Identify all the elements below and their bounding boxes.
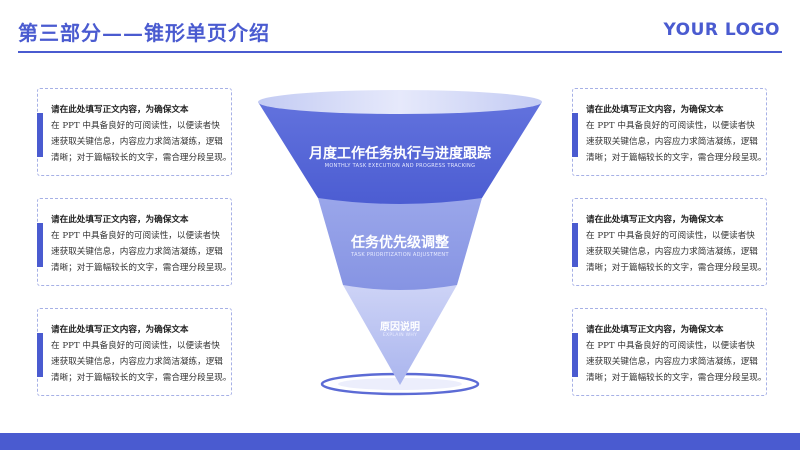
cone-level-1 xyxy=(258,102,542,204)
cone-level-3-title: 原因说明 xyxy=(380,322,420,333)
card-body: 请在此处填写正文内容，为确保文本 在 PPT 中具备良好的可阅读性，以便读者快 … xyxy=(51,325,232,383)
card-body: 请在此处填写正文内容，为确保文本 在 PPT 中具备良好的可阅读性，以便读者快 … xyxy=(586,105,767,163)
cone-top-rim xyxy=(258,90,542,114)
text-card-left-3: 请在此处填写正文内容，为确保文本 在 PPT 中具备良好的可阅读性，以便读者快 … xyxy=(37,308,232,396)
cone-level-2 xyxy=(318,198,482,290)
text-card-right-3: 请在此处填写正文内容，为确保文本 在 PPT 中具备良好的可阅读性，以便读者快 … xyxy=(572,308,767,396)
cone-level-3-subtitle: EXPLAIN WHY xyxy=(382,333,418,338)
card-accent-bar xyxy=(572,223,578,267)
page-title: 第三部分——锥形单页介绍 xyxy=(18,21,270,45)
card-accent-bar xyxy=(37,113,43,157)
logo: YOUR LOGO xyxy=(663,20,780,40)
text-card-right-1: 请在此处填写正文内容，为确保文本 在 PPT 中具备良好的可阅读性，以便读者快 … xyxy=(572,88,767,176)
card-accent-bar xyxy=(572,113,578,157)
card-accent-bar xyxy=(37,333,43,377)
card-body: 请在此处填写正文内容，为确保文本 在 PPT 中具备良好的可阅读性，以便读者快 … xyxy=(586,325,767,383)
cone-level-1-subtitle: MONTHLY TASK EXECUTION AND PROGRESS TRAC… xyxy=(324,163,476,169)
text-card-left-1: 请在此处填写正文内容，为确保文本 在 PPT 中具备良好的可阅读性，以便读者快 … xyxy=(37,88,232,176)
card-accent-bar xyxy=(572,333,578,377)
cone-level-3 xyxy=(343,285,457,385)
card-body: 请在此处填写正文内容，为确保文本 在 PPT 中具备良好的可阅读性，以便读者快 … xyxy=(51,105,232,163)
card-accent-bar xyxy=(37,223,43,267)
card-body: 请在此处填写正文内容，为确保文本 在 PPT 中具备良好的可阅读性，以便读者快 … xyxy=(586,215,767,273)
text-card-right-2: 请在此处填写正文内容，为确保文本 在 PPT 中具备良好的可阅读性，以便读者快 … xyxy=(572,198,767,286)
cone-diagram: 月度工作任务执行与进度跟踪 MONTHLY TASK EXECUTION AND… xyxy=(240,80,560,400)
card-body: 请在此处填写正文内容，为确保文本 在 PPT 中具备良好的可阅读性，以便读者快 … xyxy=(51,215,232,273)
cone-level-2-title: 任务优先级调整 xyxy=(351,235,449,251)
cone-level-1-title: 月度工作任务执行与进度跟踪 xyxy=(309,146,491,162)
text-card-left-2: 请在此处填写正文内容，为确保文本 在 PPT 中具备良好的可阅读性，以便读者快 … xyxy=(37,198,232,286)
cone-level-2-subtitle: TASK PRIORITIZATION ADJUSTMENT xyxy=(351,252,449,258)
footer-bar xyxy=(0,433,800,450)
header-divider xyxy=(18,51,782,53)
